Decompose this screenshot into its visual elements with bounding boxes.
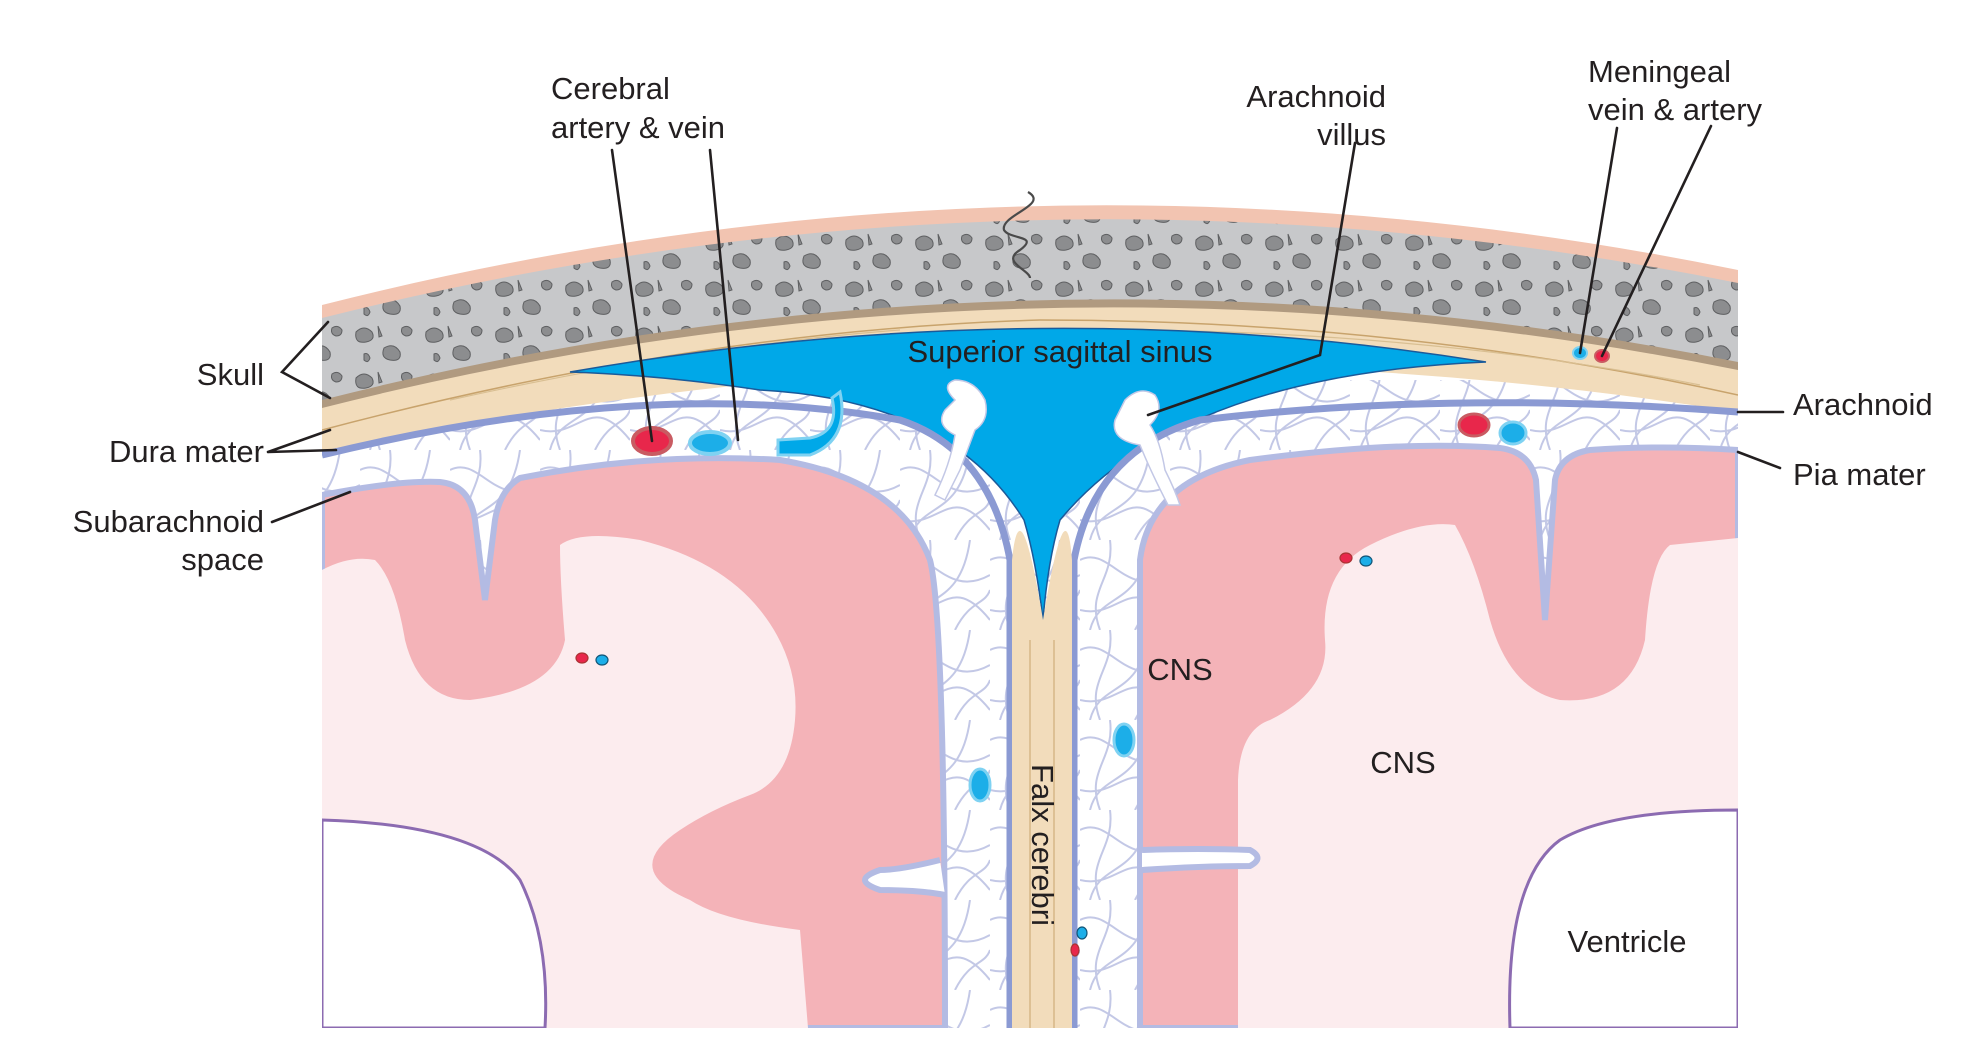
- label-villus-2: villus: [1317, 117, 1386, 152]
- arachnoid-villus-left: [933, 379, 987, 502]
- vein-falx-left: [968, 767, 992, 803]
- pia-leader: [1736, 450, 1782, 470]
- skull-leader: [279, 320, 332, 400]
- small-vein: [595, 654, 609, 666]
- sagittal-suture: [1002, 191, 1035, 279]
- villus-leader: [1146, 141, 1357, 417]
- meningeal-vein-leader: [1578, 126, 1619, 355]
- label-cerebral-2: artery & vein: [551, 110, 725, 145]
- right-ventricle: [1508, 808, 1738, 1028]
- cerebral-vein-leader: [708, 148, 740, 442]
- anatomy-drawing: [322, 191, 1738, 1028]
- left-ventricle: [322, 818, 548, 1028]
- label-subarachnoid-2: space: [181, 542, 264, 577]
- small-artery: [1070, 943, 1080, 957]
- arachnoid-villus-right: [1113, 390, 1182, 506]
- label-villus-1: Arachnoid: [1246, 79, 1386, 114]
- subarachnoid-vein-right: [1498, 420, 1528, 446]
- small-artery: [575, 652, 589, 664]
- label-subarachnoid-1: Subarachnoid: [73, 504, 264, 539]
- label-meningeal-2: vein & artery: [1588, 92, 1763, 127]
- cerebral-vein: [688, 430, 732, 456]
- label-arachnoid: Arachnoid: [1793, 387, 1933, 422]
- arachnoid-layer: [322, 400, 1014, 1028]
- label-cns-left: CNS: [1147, 652, 1212, 687]
- label-cns-right: CNS: [1370, 745, 1435, 780]
- falx-cerebri: [1012, 530, 1072, 1028]
- small-vein: [1359, 555, 1373, 567]
- label-ventricle: Ventricle: [1568, 924, 1687, 959]
- bridging-vein: [776, 389, 844, 457]
- small-vein: [1076, 926, 1088, 940]
- label-skull: Skull: [197, 357, 264, 392]
- dura-leader: [266, 428, 338, 454]
- label-cerebral-1: Cerebral: [551, 71, 670, 106]
- dura-mater: [322, 307, 1738, 452]
- subarachnoid-leader: [270, 490, 352, 524]
- label-pia-mater: Pia mater: [1793, 457, 1926, 492]
- label-falx-cerebri: Falx cerebri: [1025, 764, 1060, 926]
- leader-lines: [266, 124, 1785, 524]
- label-dura-mater: Dura mater: [109, 434, 264, 469]
- subarachnoid-artery-right: [1457, 412, 1491, 438]
- cerebral-artery-leader: [610, 148, 654, 443]
- meningeal-artery-leader: [1600, 124, 1713, 358]
- skull-bone: [322, 219, 1738, 408]
- superior-sagittal-sinus: [569, 327, 1487, 621]
- label-sinus: Superior sagittal sinus: [908, 334, 1213, 369]
- small-artery: [1339, 552, 1353, 564]
- vein-falx-right: [1112, 722, 1136, 758]
- label-meningeal-1: Meningeal: [1588, 54, 1731, 89]
